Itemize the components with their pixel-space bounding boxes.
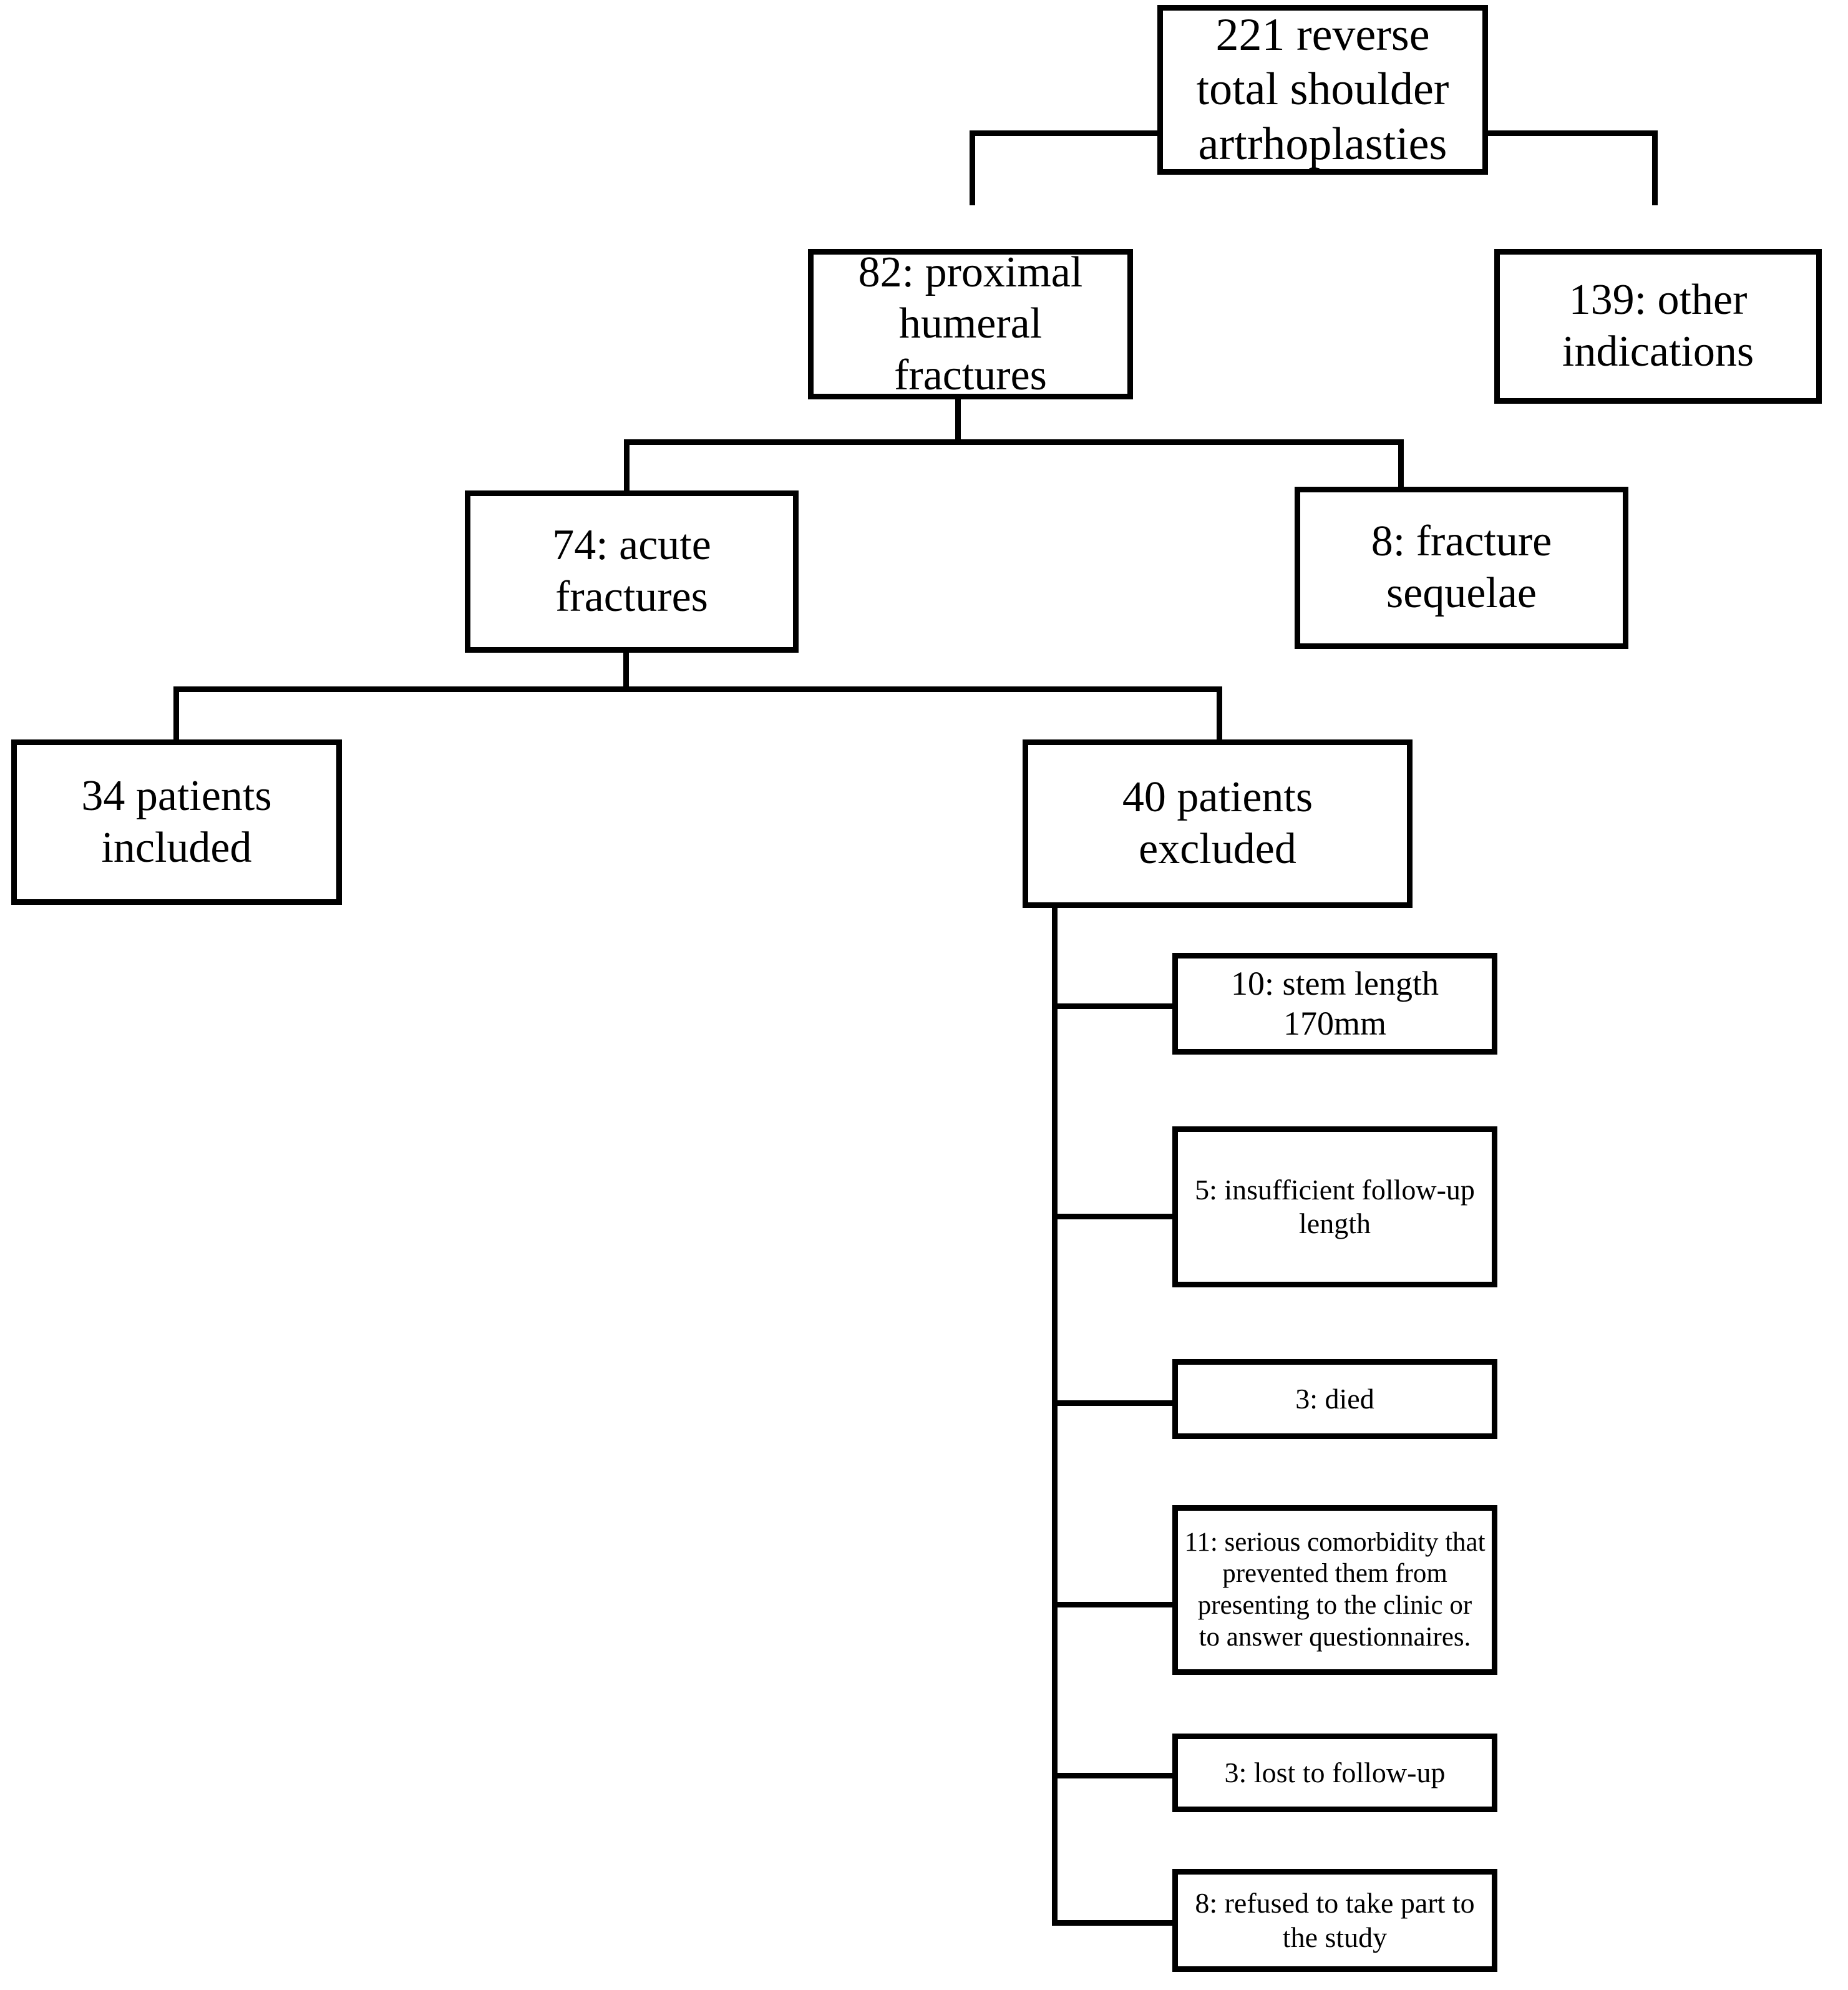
node-other-indications-label: 139: other indications bbox=[1562, 276, 1754, 376]
node-exclusion-lost-to-followup-label: 3: lost to follow-up bbox=[1224, 1756, 1446, 1788]
connector-to-included bbox=[173, 686, 179, 760]
node-exclusion-refused: 8: refused to take part to the study bbox=[1172, 1869, 1497, 1972]
node-fracture-sequelae-label: 8: fracture sequelae bbox=[1371, 517, 1552, 617]
node-proximal-humeral-fractures: 82: proximal humeral fractures bbox=[808, 248, 1133, 399]
connector-branch-stem-length bbox=[1052, 1003, 1179, 1009]
node-exclusion-stem-length: 10: stem length 170mm bbox=[1172, 953, 1497, 1055]
node-fracture-sequelae: 8: fracture sequelae bbox=[1295, 487, 1628, 649]
node-other-indications: 139: other indications bbox=[1494, 249, 1822, 404]
node-exclusion-insufficient-followup: 5: insufficient follow-up length bbox=[1172, 1126, 1497, 1287]
connector-acute-stem bbox=[623, 637, 629, 691]
connector-to-sequelae bbox=[1398, 439, 1404, 514]
node-acute-fractures-label: 74: acute fractures bbox=[552, 521, 711, 621]
node-total-arthroplasties-label: 221 reverse total shoulder artrhoplastie… bbox=[1196, 9, 1449, 170]
connector-level3-bar bbox=[173, 686, 1222, 692]
connector-branch-refused bbox=[1052, 1920, 1179, 1926]
connector-branch-lost bbox=[1052, 1773, 1179, 1778]
connector-branch-comorbidity bbox=[1052, 1602, 1179, 1607]
node-exclusion-died: 3: died bbox=[1172, 1359, 1497, 1439]
connector-to-excluded bbox=[1217, 686, 1222, 760]
node-exclusion-insufficient-followup-label: 5: insufficient follow-up length bbox=[1195, 1173, 1475, 1239]
node-exclusion-comorbidity: 11: serious comorbidity that prevented t… bbox=[1172, 1505, 1497, 1675]
node-exclusion-comorbidity-label: 11: serious comorbidity that prevented t… bbox=[1184, 1527, 1486, 1652]
connector-level2-bar bbox=[624, 439, 1404, 445]
connector-phf-stem bbox=[955, 394, 961, 444]
connector-excluded-spine bbox=[1052, 903, 1058, 1925]
connector-to-other bbox=[1652, 130, 1658, 205]
connector-branch-followup bbox=[1052, 1214, 1179, 1219]
node-total-arthroplasties: 221 reverse total shoulder artrhoplastie… bbox=[1157, 5, 1488, 175]
node-patients-included: 34 patients included bbox=[11, 739, 342, 905]
node-patients-excluded: 40 patients excluded bbox=[1023, 739, 1413, 908]
node-exclusion-stem-length-label: 10: stem length 170mm bbox=[1231, 964, 1439, 1042]
node-patients-included-label: 34 patients included bbox=[81, 771, 272, 872]
node-acute-fractures: 74: acute fractures bbox=[465, 490, 799, 653]
node-exclusion-lost-to-followup: 3: lost to follow-up bbox=[1172, 1734, 1497, 1812]
connector-branch-died bbox=[1052, 1400, 1179, 1406]
connector-to-phf bbox=[970, 130, 975, 205]
node-exclusion-died-label: 3: died bbox=[1295, 1382, 1374, 1415]
node-exclusion-refused-label: 8: refused to take part to the study bbox=[1195, 1887, 1475, 1953]
connector-to-acute bbox=[624, 439, 630, 514]
node-patients-excluded-label: 40 patients excluded bbox=[1122, 773, 1313, 873]
node-proximal-humeral-fractures-label: 82: proximal humeral fractures bbox=[858, 248, 1083, 399]
